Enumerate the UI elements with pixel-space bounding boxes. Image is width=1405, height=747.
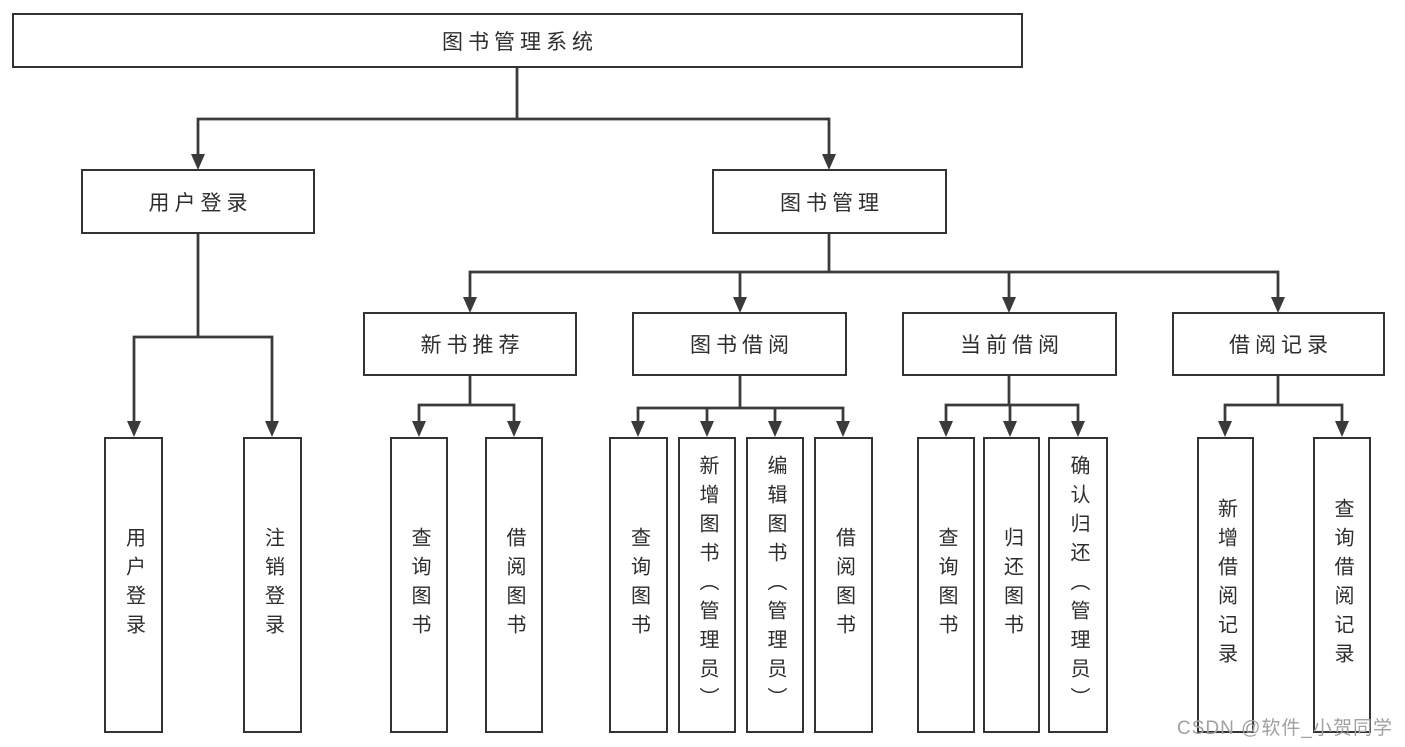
arrowhead-icon [265,421,279,437]
arrowhead-icon [631,421,645,437]
leaf-borrow-add-books-admin: 新增图书（管理员） [678,437,736,733]
leaf-borrow-query-books-label: 查询图书 [627,527,650,643]
arrowhead-icon [1003,421,1017,437]
node-book-management-label: 图书管理 [780,191,884,215]
node-current-borrow-label: 当前借阅 [960,334,1064,357]
leaf-newbook-query-books-label: 查询图书 [408,527,430,643]
leaf-newbook-borrow-books-label: 借阅图书 [503,527,525,643]
arrowhead-icon [822,154,836,170]
leaf-current-confirm-return-admin: 确认归还（管理员） [1048,437,1108,733]
node-book-management: 图书管理 [712,169,947,234]
node-new-book-recommend: 新书推荐 [363,312,577,376]
leaf-records-query-borrow-record-label: 查询借阅记录 [1331,498,1353,672]
csdn-watermark: CSDN @软件_小贺同学 [1177,718,1393,739]
leaf-current-return-books-label: 归还图书 [1000,527,1023,643]
node-book-borrow-label: 图书借阅 [690,334,794,357]
leaf-borrow-edit-books-admin: 编辑图书（管理员） [746,437,804,733]
leaf-user-login-label: 用户登录 [122,527,145,643]
arrowhead-icon [733,297,747,313]
arrowhead-icon [507,421,521,437]
leaf-borrow-edit-books-admin-label: 编辑图书（管理员） [764,454,786,716]
arrowhead-icon [939,421,953,437]
node-book-borrow: 图书借阅 [632,312,847,376]
arrowhead-icon [191,154,205,170]
leaf-logout: 注销登录 [243,437,302,733]
arrowhead-icon [768,421,782,437]
leaf-borrow-borrow-books-label: 借阅图书 [832,527,855,643]
arrowhead-icon [127,421,141,437]
leaf-current-confirm-return-admin-label: 确认归还（管理员） [1067,454,1089,716]
node-borrow-records-label: 借阅记录 [1229,334,1333,357]
node-user-login: 用户登录 [81,169,315,234]
leaf-borrow-borrow-books: 借阅图书 [814,437,873,733]
node-root-label: 图书管理系统 [442,30,598,54]
leaf-records-query-borrow-record: 查询借阅记录 [1313,437,1371,733]
arrowhead-icon [1271,297,1285,313]
leaf-newbook-query-books: 查询图书 [390,437,448,733]
leaf-newbook-borrow-books: 借阅图书 [485,437,543,733]
arrowhead-icon [1071,421,1085,437]
leaf-logout-label: 注销登录 [261,527,284,643]
node-borrow-records: 借阅记录 [1172,312,1385,376]
leaf-current-query-books: 查询图书 [917,437,975,733]
leaf-current-return-books: 归还图书 [983,437,1040,733]
leaf-user-login: 用户登录 [104,437,163,733]
arrowhead-icon [463,297,477,313]
node-user-login-label: 用户登录 [148,191,253,215]
arrowhead-icon [1002,297,1016,313]
node-root: 图书管理系统 [12,13,1023,68]
leaf-records-add-borrow-record: 新增借阅记录 [1197,437,1254,733]
arrowhead-icon [700,421,714,437]
arrowhead-icon [1335,421,1349,437]
node-current-borrow: 当前借阅 [902,312,1117,376]
leaf-borrow-add-books-admin-label: 新增图书（管理员） [696,454,718,716]
leaf-borrow-query-books: 查询图书 [609,437,668,733]
arrowhead-icon [1218,421,1232,437]
node-new-book-recommend-label: 新书推荐 [420,334,525,357]
arrowhead-icon [836,421,850,437]
arrowhead-icon [412,421,426,437]
leaf-records-add-borrow-record-label: 新增借阅记录 [1214,498,1237,672]
leaf-current-query-books-label: 查询图书 [935,527,957,643]
